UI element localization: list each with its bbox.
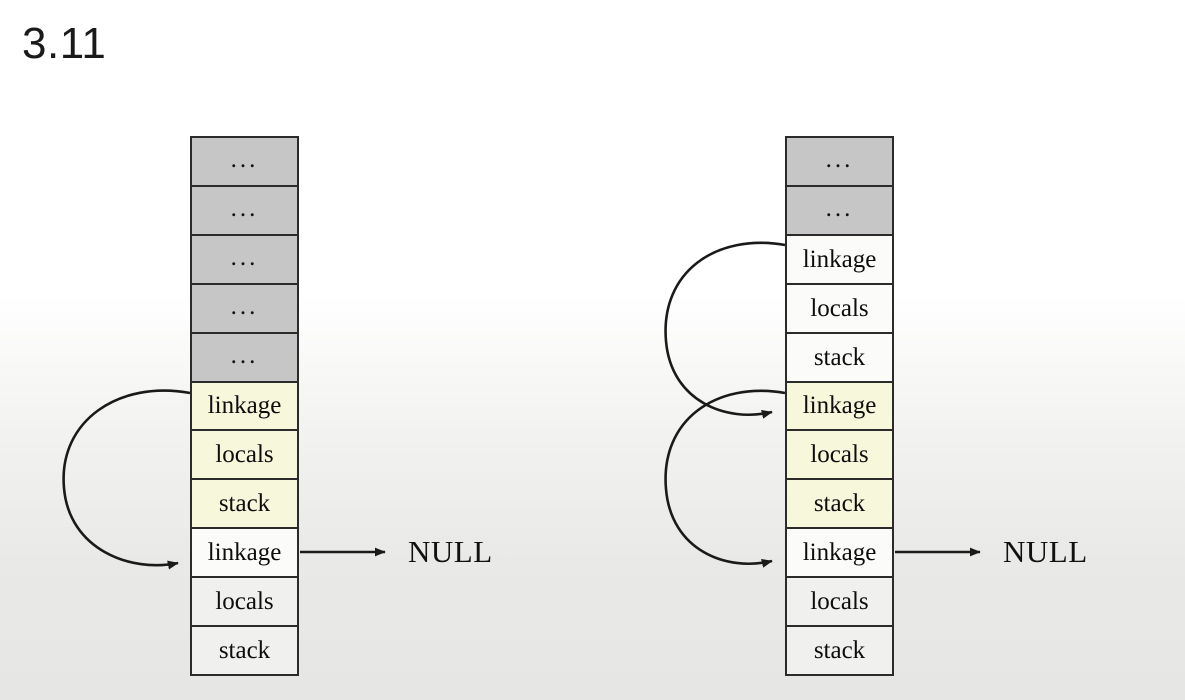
stack-left-cell-linkage-1: linkage: [192, 382, 297, 432]
stack-left-cell-1: ...: [192, 186, 297, 236]
cell-label: locals: [810, 588, 869, 616]
stack-left-cell-3: ...: [192, 284, 297, 334]
cell-label: linkage: [802, 245, 877, 273]
ellipsis-glyph: ...: [230, 194, 259, 222]
stack-right-cell-locals-2: locals: [787, 431, 892, 481]
cell-label: stack: [218, 490, 271, 518]
null-label-right: NULL: [1003, 534, 1088, 569]
stack-right-cell-locals-3: locals: [787, 578, 892, 628]
stack-left-cell-locals-2: locals: [192, 578, 297, 628]
cell-label: linkage: [802, 539, 877, 567]
stack-right-cell-stack-1: stack: [787, 333, 892, 383]
stack-right-cell-stack-2: stack: [787, 480, 892, 530]
stack-left-cell-locals-1: locals: [192, 431, 297, 481]
stack-right-cell-0: ...: [787, 138, 892, 187]
stack-right-cell-linkage-2: linkage: [787, 382, 892, 432]
stack-right: ... ... linkage locals stack linkage loc…: [785, 136, 894, 676]
page-title: 3.11: [22, 19, 107, 68]
stack-left-cell-2: ...: [192, 235, 297, 285]
null-label-left: NULL: [408, 534, 493, 569]
stack-left-cell-0: ...: [192, 138, 297, 187]
cell-label: locals: [810, 294, 869, 322]
ellipsis-glyph: ...: [230, 145, 259, 173]
stack-left: ... ... ... ... ... linkage locals stack…: [190, 136, 299, 676]
ellipsis-glyph: ...: [230, 243, 259, 271]
ellipsis-glyph: ...: [230, 292, 259, 320]
stack-right-cell-locals-1: locals: [787, 284, 892, 334]
cell-label: locals: [215, 441, 274, 469]
stack-right-cell-linkage-1: linkage: [787, 235, 892, 285]
cell-label: linkage: [802, 392, 877, 420]
stack-left-cell-4: ...: [192, 333, 297, 383]
cell-label: locals: [810, 441, 869, 469]
stack-right-cell-linkage-3: linkage: [787, 529, 892, 579]
cell-label: stack: [218, 637, 271, 665]
cell-label: linkage: [207, 392, 282, 420]
stack-left-cell-linkage-2: linkage: [192, 529, 297, 579]
arrow-left-linkage-to-lower-linkage: [62, 389, 191, 570]
stack-left-cell-stack-1: stack: [192, 480, 297, 530]
stack-right-cell-1: ...: [787, 186, 892, 236]
stack-right-cell-stack-3: stack: [787, 627, 892, 674]
arrow-right-linkage1-to-linkage2: [664, 241, 786, 419]
cell-label: stack: [813, 490, 866, 518]
ellipsis-glyph: ...: [825, 145, 854, 173]
ellipsis-glyph: ...: [825, 194, 854, 222]
arrow-right-linkage2-to-linkage3: [664, 389, 786, 568]
cell-label: linkage: [207, 539, 282, 567]
cell-label: stack: [813, 637, 866, 665]
stack-left-cell-stack-2: stack: [192, 627, 297, 674]
ellipsis-glyph: ...: [230, 341, 259, 369]
cell-label: stack: [813, 343, 866, 371]
cell-label: locals: [215, 588, 274, 616]
